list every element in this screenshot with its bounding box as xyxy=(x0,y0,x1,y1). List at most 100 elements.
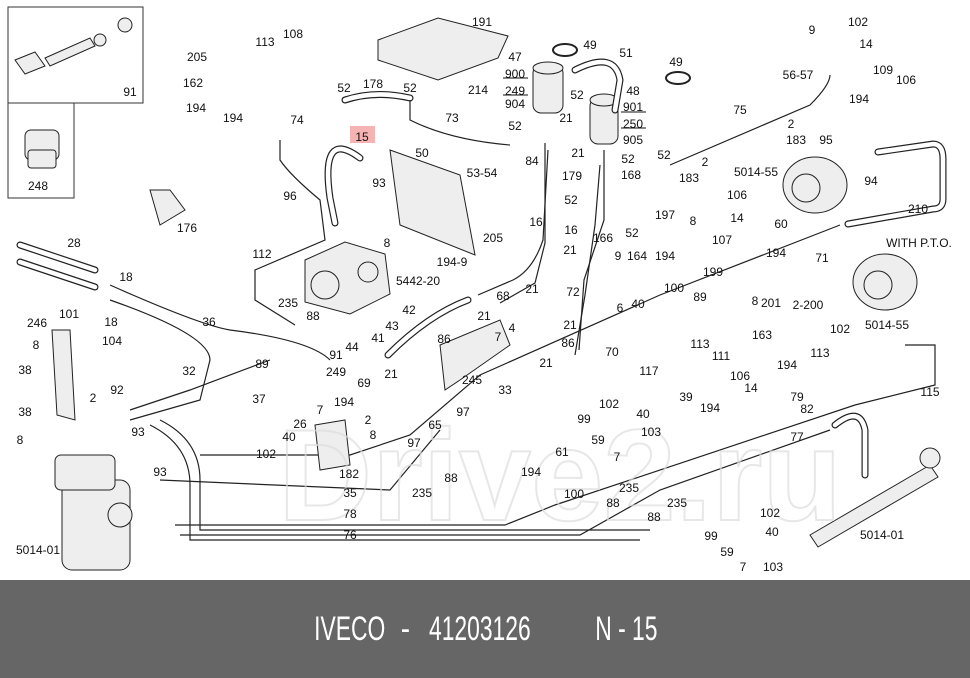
callout-label: 5014-01 xyxy=(16,543,60,557)
callout-label: 2 xyxy=(365,413,372,427)
callout-label: 52 xyxy=(564,193,578,207)
callout-label: 249 xyxy=(505,84,525,98)
callout-label: 102 xyxy=(848,15,868,29)
callout-label: 77 xyxy=(790,430,804,444)
callout-label: 69 xyxy=(357,376,371,390)
callout-label: 15 xyxy=(355,130,369,144)
hose-210-drawing xyxy=(844,140,947,228)
callout-label: 194 xyxy=(223,111,243,125)
callout-label: 194 xyxy=(186,101,206,115)
callout-label: 86 xyxy=(561,336,575,350)
callout-label: 92 xyxy=(110,383,124,397)
callout-label: 74 xyxy=(290,113,304,127)
callout-label: 21 xyxy=(571,146,585,160)
callout-label: 36 xyxy=(202,315,216,329)
pump-5014-55-drawing xyxy=(782,156,848,214)
callout-label: 59 xyxy=(591,433,605,447)
callout-label: 102 xyxy=(256,447,276,461)
bracket-176-drawing xyxy=(149,189,186,226)
callout-label: 14 xyxy=(730,211,744,225)
callout-label: 35 xyxy=(343,486,357,500)
callout-label: 21 xyxy=(384,367,398,381)
callout-label: 59 xyxy=(720,545,734,559)
bracket-50-drawing xyxy=(389,149,476,256)
callout-label: 99 xyxy=(577,412,591,426)
callout-label: 901 xyxy=(623,100,643,114)
callout-label: 168 xyxy=(621,168,641,182)
callout-label: 162 xyxy=(183,76,203,90)
callout-label: 163 xyxy=(752,328,772,342)
seal-49b xyxy=(665,71,691,85)
callout-label: 26 xyxy=(293,417,307,431)
callout-label: 65 xyxy=(428,418,442,432)
callout-label: 2 xyxy=(702,155,709,169)
callout-label: 93 xyxy=(131,425,145,439)
callout-label: 60 xyxy=(774,217,788,231)
callout-label: 176 xyxy=(177,221,197,235)
callout-label: 50 xyxy=(415,146,429,160)
callout-label: 97 xyxy=(456,405,470,419)
callout-label: 246 xyxy=(27,316,47,330)
callout-label: 93 xyxy=(153,465,167,479)
callout-label: 18 xyxy=(104,315,118,329)
callout-label: WITH P.T.O. xyxy=(886,236,952,250)
callout-label: 904 xyxy=(505,97,525,111)
callout-label: 52 xyxy=(570,88,584,102)
callout-label: 75 xyxy=(733,103,747,117)
pump-5442-20-drawing xyxy=(304,241,391,315)
callout-label: 71 xyxy=(815,251,829,265)
callout-label: 183 xyxy=(679,171,699,185)
callout-label: 44 xyxy=(345,340,359,354)
callout-label: 194-9 xyxy=(437,255,468,269)
steering-box-5014-01-drawing xyxy=(54,454,133,571)
callout-label: 100 xyxy=(664,281,684,295)
callout-label: 79 xyxy=(790,390,804,404)
callout-label: 56-57 xyxy=(783,68,814,82)
callout-label: 235 xyxy=(412,486,432,500)
callout-label: 21 xyxy=(539,356,553,370)
callout-label: 5014-55 xyxy=(734,165,778,179)
callout-label: 61 xyxy=(555,445,569,459)
callout-label: 900 xyxy=(505,67,525,81)
callout-label: 179 xyxy=(562,169,582,183)
parts-diagram: Drive2.ru 912482051131081621941941914790… xyxy=(7,6,952,574)
position-number: N - 15 xyxy=(594,609,658,648)
callout-label: 102 xyxy=(830,322,850,336)
callout-label: 205 xyxy=(187,50,207,64)
callout-label: 21 xyxy=(563,243,577,257)
callout-label: 2-200 xyxy=(793,298,824,312)
callout-label: 235 xyxy=(278,296,298,310)
callout-label: 235 xyxy=(619,481,639,495)
callout-label: 102 xyxy=(599,397,619,411)
callout-label: 16 xyxy=(564,223,578,237)
callout-label: 245 xyxy=(462,373,482,387)
inset-box-91 xyxy=(7,6,144,104)
callout-label: 249 xyxy=(326,365,346,379)
callout-label: 2 xyxy=(90,391,97,405)
callout-label: 197 xyxy=(655,208,675,222)
callout-label: 52 xyxy=(657,148,671,162)
callout-label: 28 xyxy=(67,236,81,250)
callout-label: 111 xyxy=(712,349,731,363)
callout-label: 40 xyxy=(282,430,296,444)
callout-label: 88 xyxy=(444,471,458,485)
callout-label: 248 xyxy=(28,179,48,193)
callout-label: 21 xyxy=(559,111,573,125)
callout-label: 117 xyxy=(639,364,658,378)
part-number: 41203126 xyxy=(428,609,531,648)
callout-label: 32 xyxy=(182,364,196,378)
fraction-lines xyxy=(503,77,646,129)
callout-label: 194 xyxy=(777,358,797,372)
callout-label: 235 xyxy=(667,496,687,510)
highlight-box-15 xyxy=(350,126,375,143)
callout-label: 14 xyxy=(859,37,873,51)
cover-191-drawing xyxy=(377,17,509,81)
callout-label: 183 xyxy=(786,133,806,147)
callout-label: 6 xyxy=(617,301,624,315)
callout-label: 95 xyxy=(819,133,833,147)
callout-label: 89 xyxy=(693,290,707,304)
callout-label: 40 xyxy=(631,297,645,311)
brand: IVECO xyxy=(313,609,385,648)
callout-label: 73 xyxy=(445,111,459,125)
callout-label: 88 xyxy=(306,309,320,323)
